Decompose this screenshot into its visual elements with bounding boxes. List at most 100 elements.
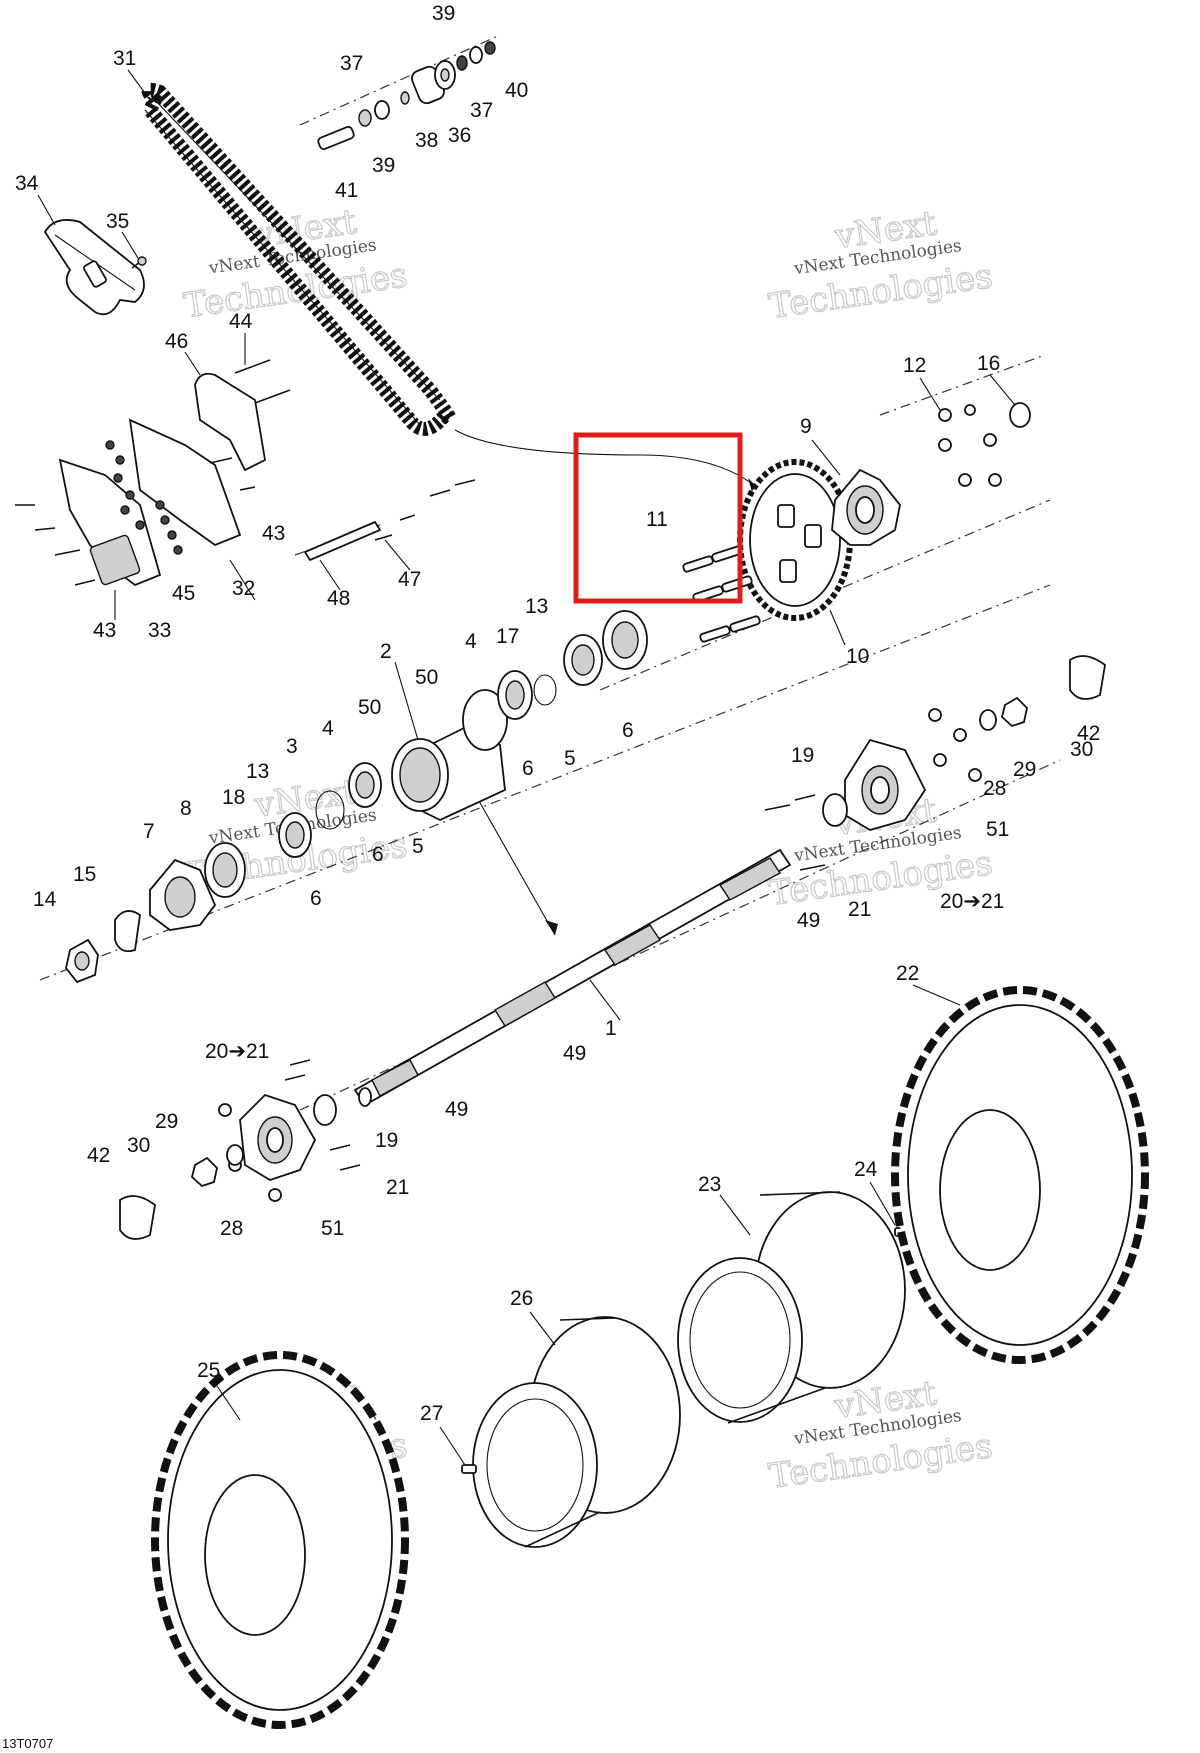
watermark-top-right: vNext vNext Technologies Technologies <box>766 203 996 328</box>
drive-chain <box>141 82 457 436</box>
callout-label: 32 <box>232 577 255 600</box>
left-wheel-hub <box>119 1059 361 1240</box>
callout-label: 28 <box>983 777 1006 800</box>
callout-label: 33 <box>148 619 171 642</box>
callout-label: 35 <box>106 210 129 233</box>
callout-label: 43 <box>262 522 285 545</box>
callout-label: 30 <box>1070 738 1093 761</box>
callout-label: 47 <box>398 568 421 591</box>
callout-label: 11 <box>646 508 668 531</box>
callout-label: 48 <box>327 587 350 610</box>
bearing-housing <box>391 689 508 821</box>
callout-label: 20➔21 <box>205 1040 269 1063</box>
callout-label: 25 <box>197 1359 220 1382</box>
tire-right <box>891 986 1149 1364</box>
drawing-reference-code: 13T0707 <box>2 1736 53 1751</box>
left-hub-assembly <box>65 858 217 984</box>
callout-label: 16 <box>977 352 1000 375</box>
callout-label: 39 <box>372 154 395 177</box>
guard-plate <box>303 479 476 562</box>
callout-label: 50 <box>358 696 381 719</box>
callout-label: 27 <box>420 1402 443 1425</box>
rear-rim-right <box>677 1191 910 1424</box>
callout-label: 6 <box>310 887 322 910</box>
rear-rim-left <box>461 1316 681 1548</box>
callout-label: 9 <box>800 415 812 438</box>
highlight-box <box>573 432 743 604</box>
callout-label: 8 <box>180 797 192 820</box>
callout-label: 2 <box>380 640 392 663</box>
sprocket-bolts <box>682 545 761 643</box>
callout-label: 4 <box>322 717 334 740</box>
callout-label: 22 <box>896 962 919 985</box>
callout-label: 43 <box>93 619 116 642</box>
callout-label: 49 <box>563 1042 586 1065</box>
callout-label: 39 <box>432 2 455 25</box>
callout-label: 15 <box>73 863 96 886</box>
watermark-top-left: vNext vNext Technologies Technologies <box>181 201 411 327</box>
callout-label: 36 <box>448 124 471 147</box>
bearings-and-seals <box>204 610 648 898</box>
callout-label: 49 <box>445 1098 468 1121</box>
callout-label: 49 <box>797 909 820 932</box>
callout-label: 34 <box>15 172 39 195</box>
bracket-nuts <box>105 440 183 555</box>
callout-label: 38 <box>415 129 438 152</box>
callout-label: 42 <box>1077 722 1100 745</box>
callout-label: 37 <box>340 52 363 75</box>
leader-lines <box>37 69 1016 1466</box>
callout-label: 19 <box>791 744 814 767</box>
callout-label: 6 <box>522 757 534 780</box>
callout-label: 3 <box>286 735 298 758</box>
chain-guide <box>43 219 147 316</box>
callout-label: 13 <box>246 760 269 783</box>
tensioner-roller-assembly <box>317 41 496 150</box>
callout-label: 6 <box>622 719 634 742</box>
callout-label: 1 <box>605 1017 617 1040</box>
callout-label: 46 <box>165 330 188 353</box>
callout-labels: 39 31 37 40 37 36 38 39 41 34 35 46 44 1… <box>15 2 1100 1425</box>
callout-label: 23 <box>698 1173 721 1196</box>
callout-label: 12 <box>903 354 926 377</box>
callout-label: 7 <box>143 820 155 843</box>
caliper-brackets <box>15 359 291 587</box>
callout-label: 21 <box>386 1176 409 1199</box>
tire-left <box>151 1351 409 1729</box>
callout-label: 24 <box>854 1158 878 1181</box>
callout-label: 37 <box>470 99 493 122</box>
callout-label: 26 <box>510 1287 533 1310</box>
bracket-bolts <box>15 359 291 586</box>
callout-label: 41 <box>335 179 358 202</box>
callout-label: 5 <box>412 835 424 858</box>
watermark-bottom-right: vNext vNext Technologies Technologies <box>766 1373 996 1498</box>
callout-label: 51 <box>321 1217 344 1240</box>
callout-label: 6 <box>372 843 384 866</box>
callout-label: 40 <box>505 79 528 102</box>
callout-label: 13 <box>525 595 548 618</box>
callout-label: 29 <box>155 1110 178 1133</box>
centerlines <box>39 34 1061 1111</box>
sprocket-hub <box>831 402 1031 546</box>
callout-label: 21 <box>848 898 871 921</box>
callout-label: 19 <box>375 1129 398 1152</box>
callout-label: 44 <box>229 310 253 333</box>
callout-label: 45 <box>172 582 195 605</box>
callout-label: 18 <box>222 786 245 809</box>
callout-label: 5 <box>564 747 576 770</box>
axle-shaft <box>353 848 792 1107</box>
callout-label: 10 <box>846 645 869 668</box>
callout-label: 4 <box>465 630 477 653</box>
callout-label: 29 <box>1013 758 1036 781</box>
callout-label: 50 <box>415 666 438 689</box>
callout-label: 28 <box>220 1217 243 1240</box>
callout-label: 51 <box>986 818 1009 841</box>
right-wheel-hub <box>764 655 1106 871</box>
callout-label: 20➔21 <box>940 890 1004 913</box>
callout-label: 30 <box>127 1134 150 1157</box>
callout-label: 14 <box>33 888 57 911</box>
callout-label: 42 <box>87 1144 110 1167</box>
rear-sprocket <box>737 459 853 621</box>
callout-label: 31 <box>113 47 136 70</box>
callout-label: 17 <box>496 625 519 648</box>
